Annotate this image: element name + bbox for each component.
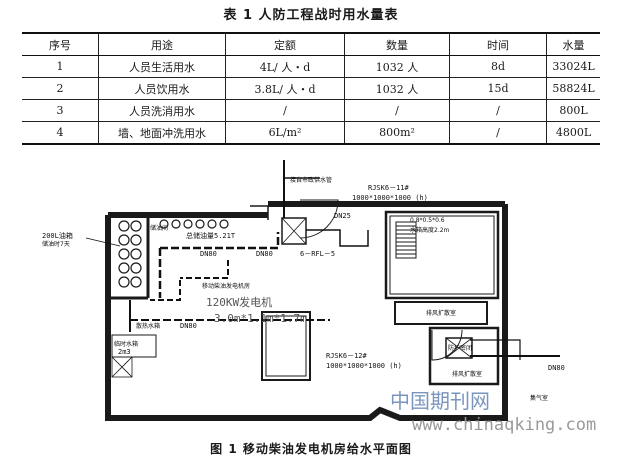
- table-cell: 1032 人: [344, 55, 450, 78]
- label-oil-total: 总储油量5.21T: [186, 231, 236, 240]
- label-exhaust-room-2: 排风扩散室: [452, 370, 482, 378]
- label-exhaust-room: 排风扩散室: [426, 309, 456, 317]
- label-temp-tank: 临时水箱: [114, 340, 138, 348]
- oil-tanks: [118, 219, 229, 288]
- watermark-url: www.chinaqking.com: [412, 415, 596, 435]
- table-row: 1 人员生活用水 4L/ 人・d 1032 人 8d 33024L: [22, 55, 600, 78]
- table-cell: 2: [22, 77, 99, 100]
- table-cell: 墙、地面冲洗用水: [98, 121, 226, 145]
- door-swing: [431, 329, 463, 361]
- label-gen-dim: 3.0m*1.1m*1.7m: [214, 312, 307, 325]
- table-cell: /: [225, 99, 345, 122]
- table-caption: 表 1 人防工程战时用水量表: [223, 8, 399, 23]
- table-row: 3 人员洗消用水 / / / 800L: [22, 99, 600, 122]
- generator-frame: [261, 311, 311, 381]
- oil-room-wall: [108, 215, 150, 300]
- water-supply-floor-plan: 接自市政供水管 RJSK6－11# 1000*1000*1000 (h) DN2…: [42, 160, 596, 435]
- table-cell: 人员洗消用水: [98, 99, 226, 122]
- label-dn25: DN25: [334, 212, 351, 220]
- table-cell: 人员生活用水: [98, 55, 226, 78]
- label-dn80-mid: DN80: [256, 250, 273, 258]
- label-gate-room: 防护密闭: [448, 344, 472, 352]
- tank-top-right: [281, 217, 307, 245]
- label-rjsk-top-dim: 1000*1000*1000 (h): [352, 194, 428, 202]
- table-cell: 33024L: [546, 55, 600, 78]
- header-cell: 数量: [344, 32, 450, 56]
- table-cell: 15d: [449, 77, 547, 100]
- label-rjsk-bottom: RJSK6－12#: [326, 352, 368, 360]
- header-cell: 序号: [22, 32, 99, 56]
- label-gen-power: 120KW发电机: [206, 295, 272, 309]
- label-gas-room: 集气室: [530, 394, 548, 402]
- right-room-inner: [389, 215, 495, 295]
- stairs: [395, 221, 417, 259]
- water-usage-table: 序号 用途 定额 数量 时间 水量 1 人员生活用水 4L/ 人・d 1032 …: [22, 32, 600, 145]
- table-cell: 1: [22, 55, 99, 78]
- label-tank-left-1: 200L油箱: [42, 231, 73, 240]
- outer-wall: [105, 204, 508, 421]
- label-dn80-right: DN80: [548, 364, 565, 372]
- label-rjsk-top: RJSK6－11#: [368, 184, 410, 192]
- label-room-dim: 0.8*0.5*0.6: [410, 217, 445, 224]
- label-gen-room: 移动柴油发电机房: [202, 282, 250, 290]
- table-cell: 3.8L/ 人・d: [225, 77, 345, 100]
- label-room-height: 水箱高度2.2m: [410, 226, 450, 234]
- temp-tank-box: [111, 334, 157, 358]
- label-oil-room: 储油间: [150, 224, 168, 232]
- table-header-row: 序号 用途 定额 数量 时间 水量: [22, 32, 600, 56]
- figure-caption: 图 1 移动柴油发电机房给水平面图: [210, 442, 412, 456]
- label-dn80-bottom: DN80: [180, 322, 197, 330]
- table-cell: 1032 人: [344, 77, 450, 100]
- header-cell: 定额: [225, 32, 345, 56]
- header-cell: 时间: [449, 32, 547, 56]
- table-cell: /: [344, 99, 450, 122]
- pipes: [85, 160, 560, 360]
- table-cell: 4: [22, 121, 99, 145]
- table-cell: /: [449, 121, 547, 145]
- table-cell: 8d: [449, 55, 547, 78]
- table-cell: 人员饮用水: [98, 77, 226, 100]
- table-cell: /: [449, 99, 547, 122]
- table-cell: 4L/ 人・d: [225, 55, 345, 78]
- tank-bottom-right: [445, 337, 473, 359]
- label-tank-left-2: 储油时7天: [42, 240, 70, 248]
- right-room: [384, 210, 500, 300]
- table-row: 2 人员饮用水 3.8L/ 人・d 1032 人 15d 58824L: [22, 77, 600, 100]
- label-rjsk-bottom-dim: 1000*1000*1000 (h): [326, 362, 402, 370]
- header-cell: 水量: [546, 32, 600, 56]
- outer-wall-top: [108, 201, 505, 218]
- table-cell: 800L: [546, 99, 600, 122]
- table-row: 4 墙、地面冲洗用水 6L/m² 800m² / 4800L: [22, 121, 600, 145]
- table-cell: 800m²: [344, 121, 450, 145]
- door-swing: [299, 199, 339, 239]
- table-cell: 3: [22, 99, 99, 122]
- label-rfl: 6－RFL－5: [300, 250, 335, 258]
- exhaust-room-box: [394, 301, 488, 325]
- table-cell: 4800L: [546, 121, 600, 145]
- watermark-cn: 中国期刊网: [390, 389, 490, 413]
- table-cell: 58824L: [546, 77, 600, 100]
- table-cell: 6L/m²: [225, 121, 345, 145]
- label-heat-tank: 散热水箱: [136, 322, 160, 330]
- label-temp-tank-vol: 2m3: [118, 348, 131, 356]
- header-cell: 用途: [98, 32, 226, 56]
- label-top-pipe: 接自市政供水管: [290, 176, 332, 184]
- label-dn80-top: DN80: [200, 250, 217, 258]
